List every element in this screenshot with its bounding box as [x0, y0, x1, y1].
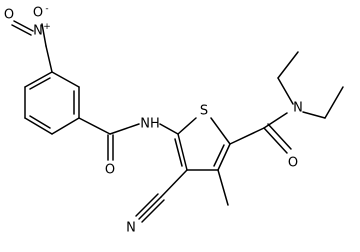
bond-benzene-3: [51, 117, 80, 135]
oxygen-label-amide-right: O: [288, 156, 298, 171]
bond-carbonyl-n-right: [263, 112, 288, 129]
bond-n-o-double-2: [11, 24, 32, 36]
bond-c3-methyl: [217, 169, 229, 206]
bond-thiophene-c4-c5-inner: [174, 138, 183, 167]
bond-carbonyl-o-right-2: [267, 123, 292, 150]
bond-thiophene-c5-s: [177, 117, 197, 135]
charge-label-nitro-o: -: [45, 4, 48, 14]
nitrogen-label-nitro: N: [33, 24, 43, 39]
bond-c2-carbonyl: [229, 127, 265, 145]
bond-ring-carbonyl: [78, 117, 111, 135]
oxygen-label-amide-left: O: [105, 163, 115, 178]
bond-ethyl1-ch3: [277, 51, 299, 79]
nh-label-amide: NH: [140, 117, 160, 132]
bond-layer: [11, 20, 344, 223]
bond-benzene-inner-3: [29, 77, 51, 90]
atom-label-layer: O - O N + NH O S N O N: [4, 4, 303, 236]
bond-benzene-6: [24, 71, 53, 88]
oxygen-label-nitro-top: O: [33, 6, 43, 21]
bond-carbonyl-o-right-1: [263, 127, 288, 154]
bond-thiophene-s-c2: [210, 117, 231, 145]
bond-nh-thiophene: [159, 123, 179, 135]
sulfur-label-thiophene: S: [200, 104, 208, 119]
bond-thiophene-c2-c3: [217, 143, 231, 171]
nitrogen-label-amide-right: N: [293, 101, 303, 116]
bond-thiophene-c2-c3-inner: [213, 144, 225, 167]
bond-ethyl2-ch3: [324, 86, 344, 119]
bond-benzene-4: [24, 117, 53, 135]
bond-c4-nitrile-c: [160, 169, 188, 198]
bond-nitrile-1: [138, 196, 162, 220]
bond-n-ethyl1-ch2: [277, 77, 294, 105]
bond-n-o-single: [41, 23, 47, 47]
bond-benzene-1: [51, 71, 80, 88]
bond-n-ring: [45, 45, 53, 73]
nitrogen-label-nitrile: N: [126, 221, 136, 236]
bond-nitrile-2: [135, 193, 159, 217]
bond-nitrile-3: [141, 199, 165, 223]
bond-n-o-double-1: [13, 20, 34, 32]
bond-benzene-inner-2: [29, 115, 51, 129]
charge-label-nitro-n: +: [43, 22, 51, 32]
bond-carbonyl-nh: [109, 123, 140, 135]
oxygen-label-nitro-left: O: [4, 8, 14, 23]
bond-n-ethyl2-ch2: [302, 111, 326, 119]
bond-thiophene-c4-c5: [177, 133, 188, 171]
